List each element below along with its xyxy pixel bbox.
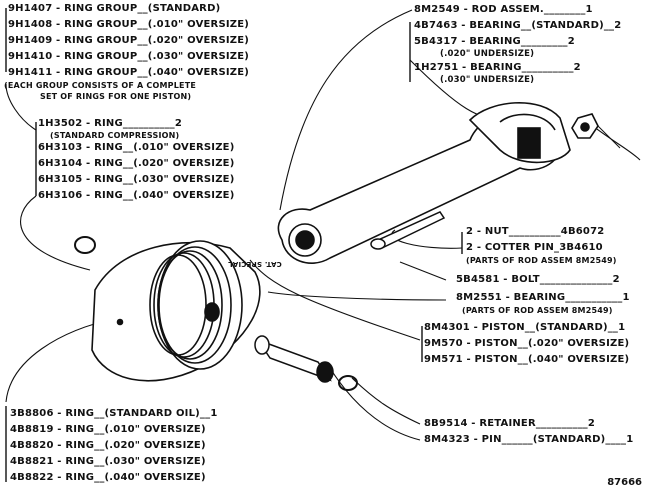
bearing-020-label: 5B4317 - BEARING_________2 — [414, 36, 575, 47]
cotter-pin-label: 2 - COTTER PIN_3B4610 — [466, 242, 603, 253]
ring-group-note-2: SET OF RINGS FOR ONE PISTON) — [40, 92, 192, 101]
nut-note: (PARTS OF ROD ASSEM 8M2549) — [466, 256, 617, 265]
compression-ring-note: (STANDARD COMPRESSION) — [50, 131, 180, 140]
piston-pin — [254, 335, 334, 383]
piston — [91, 240, 261, 382]
compression-ring-040: 6H3106 - RING__(.040" OVERSIZE) — [38, 190, 235, 201]
bearing-020-note: (.020" UNDERSIZE) — [440, 49, 535, 59]
leader-ring-group — [5, 83, 37, 131]
bearing-030-label: 1H2751 - BEARING__________2 — [414, 62, 581, 73]
ring-group-040: 9H1411 - RING GROUP__(.040" OVERSIZE) — [8, 67, 250, 78]
leader-rod-assem — [279, 9, 413, 211]
leader-rod-bearing — [267, 291, 447, 301]
ring-group-030: 9H1410 - RING GROUP__(.030" OVERSIZE) — [8, 51, 250, 62]
leader-bolt — [399, 261, 447, 281]
rod-nut — [571, 113, 621, 149]
rod-bolt — [370, 211, 446, 250]
retainer-top — [74, 236, 96, 254]
leader-pin — [329, 367, 421, 441]
pin-label: 8M4323 - PIN______(STANDARD)____1 — [424, 434, 634, 445]
ring-group-010: 9H1408 - RING GROUP__(.010" OVERSIZE) — [8, 19, 250, 30]
oil-ring-std: 3B8806 - RING__(STANDARD OIL)__1 — [10, 408, 218, 419]
oil-ring-030: 4B8821 - RING__(.030" OVERSIZE) — [10, 456, 206, 467]
oil-ring-010: 4B8819 - RING__(.010" OVERSIZE) — [10, 424, 206, 435]
retainer-label: 8B9514 - RETAINER__________2 — [424, 418, 596, 429]
oil-ring-040: 4B8822 - RING__(.040" OVERSIZE) — [10, 472, 206, 483]
piston-020-label: 9M570 - PISTON__(.020" OVERSIZE) — [424, 338, 630, 349]
leader-compression — [20, 195, 91, 271]
figure-number: 87666 — [607, 477, 642, 488]
compression-ring-030: 6H3105 - RING__(.030" OVERSIZE) — [38, 174, 235, 185]
piston-stamp: CAT. SPECIAL — [228, 260, 282, 268]
bearing-std-label: 4B7463 - BEARING__(STANDARD)__2 — [414, 20, 622, 31]
leader-retainer — [351, 377, 421, 425]
rod-bearing-note: (PARTS OF ROD ASSEM 8M2549) — [462, 306, 613, 315]
compression-ring-std: 1H3502 - RING__________2 — [38, 118, 183, 129]
compression-ring-010: 6H3103 - RING__(.010" OVERSIZE) — [38, 142, 235, 153]
piston-040-label: 9M571 - PISTON__(.040" OVERSIZE) — [424, 354, 630, 365]
ring-group-note-1: (EACH GROUP CONSISTS OF A COMPLETE — [4, 81, 197, 90]
compression-ring-020: 6H3104 - RING__(.020" OVERSIZE) — [38, 158, 235, 169]
oil-ring-020: 4B8820 - RING__(.020" OVERSIZE) — [10, 440, 206, 451]
leader-piston — [249, 259, 421, 341]
connecting-rod — [277, 101, 571, 264]
retainer-bottom — [338, 375, 358, 391]
rod-bearing-label: 8M2551 - BEARING___________1 — [456, 292, 630, 303]
ring-group-std: 9H1407 - RING GROUP__(STANDARD) — [8, 3, 221, 14]
bolt-label: 5B4581 - BOLT______________2 — [456, 274, 620, 285]
ring-group-020: 9H1409 - RING GROUP__(.020" OVERSIZE) — [8, 35, 250, 46]
bearing-030-note: (.030" UNDERSIZE) — [440, 75, 535, 85]
rod-assem-label: 8M2549 - ROD ASSEM.________1 — [414, 4, 593, 15]
nut-label: 2 - NUT__________4B6072 — [466, 226, 605, 237]
piston-std-label: 8M4301 - PISTON__(STANDARD)__1 — [424, 322, 626, 333]
